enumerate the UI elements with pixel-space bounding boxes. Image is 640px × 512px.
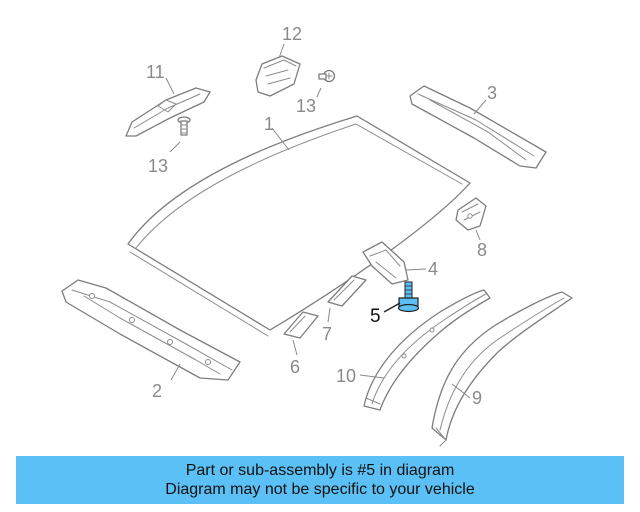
callout-8: 8 (477, 240, 487, 260)
part-10-inner-rail[interactable] (363, 289, 491, 411)
part-1-roof-panel[interactable] (127, 115, 471, 337)
banner-line-2: Diagram may not be specific to your vehi… (165, 481, 475, 498)
leader-2 (170, 363, 181, 381)
callout-11: 11 (146, 62, 165, 82)
callout-5: 5 (370, 306, 381, 327)
callout-6: 6 (290, 357, 300, 377)
callout-13-upper: 13 (296, 96, 316, 116)
callout-7: 7 (322, 324, 332, 344)
leader-13-upper (316, 87, 322, 98)
part-7-plate[interactable] (327, 275, 367, 307)
part-6-plate[interactable] (283, 311, 319, 339)
info-banner: Part or sub-assembly is #5 in diagram Di… (16, 456, 624, 504)
callout-13-lower: 13 (148, 156, 168, 176)
leader-13-lower (169, 141, 181, 153)
leader-9 (451, 383, 471, 399)
part-8-bracket[interactable] (455, 197, 487, 231)
callout-3: 3 (487, 83, 497, 103)
callout-12: 12 (282, 24, 302, 44)
banner-line-1: Part or sub-assembly is #5 in diagram (185, 462, 455, 479)
leader-7 (327, 307, 331, 323)
part-13-screw-upper[interactable] (318, 69, 336, 83)
leader-3 (473, 99, 487, 115)
leader-5 (383, 302, 401, 313)
leader-6 (292, 339, 298, 356)
callout-9: 9 (472, 388, 482, 408)
leader-11 (165, 77, 175, 95)
part-5-bolt[interactable] (397, 281, 420, 313)
callout-2: 2 (152, 381, 162, 401)
leader-4 (405, 268, 427, 271)
part-12-clip[interactable] (255, 55, 301, 97)
part-2-front-rail[interactable] (61, 279, 241, 381)
part-11-bracket[interactable] (125, 87, 211, 137)
part-4-bracket[interactable] (362, 241, 409, 285)
leader-1 (271, 127, 290, 151)
callout-1: 1 (264, 114, 274, 134)
callout-10: 10 (336, 366, 356, 386)
leader-8 (475, 229, 481, 241)
leader-12 (278, 43, 285, 59)
part-13-screw-lower[interactable] (177, 116, 191, 136)
part-9-outer-rail[interactable] (431, 291, 573, 447)
parts-diagram: 1 2 3 4 5 6 (61, 24, 573, 447)
callout-4: 4 (428, 259, 438, 279)
part-3-rear-rail[interactable] (409, 85, 547, 169)
leader-10 (359, 374, 385, 379)
